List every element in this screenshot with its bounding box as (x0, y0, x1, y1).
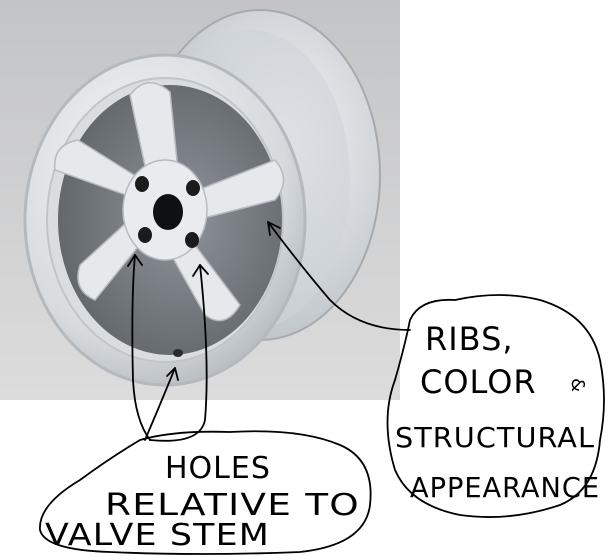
lug-hole-arrow-left (131, 254, 151, 441)
wheel-photo (0, 0, 400, 400)
right-note-aside: & (567, 378, 588, 393)
right-note-line2: COLOR (420, 363, 537, 401)
lug-hole-arrow-right (149, 264, 208, 442)
lug-holes (135, 176, 200, 248)
right-note-line3: STRUCTURAL (395, 421, 595, 454)
ribs-arrow (267, 221, 411, 331)
bottom-note-line3: VALVE STEM (45, 518, 270, 553)
right-note-line4: APPEARANCE (410, 471, 600, 504)
bottom-note-line1: HOLES (165, 451, 271, 486)
right-note-bubble (386, 294, 605, 518)
valve-stem-hole (173, 349, 183, 357)
valve-stem-arrow (144, 367, 176, 441)
center-bore (153, 194, 183, 230)
bottom-note-line2: RELATIVE TO (105, 488, 360, 523)
right-note-line1: RIBS, (425, 320, 514, 358)
bottom-note-bubble (39, 430, 372, 555)
